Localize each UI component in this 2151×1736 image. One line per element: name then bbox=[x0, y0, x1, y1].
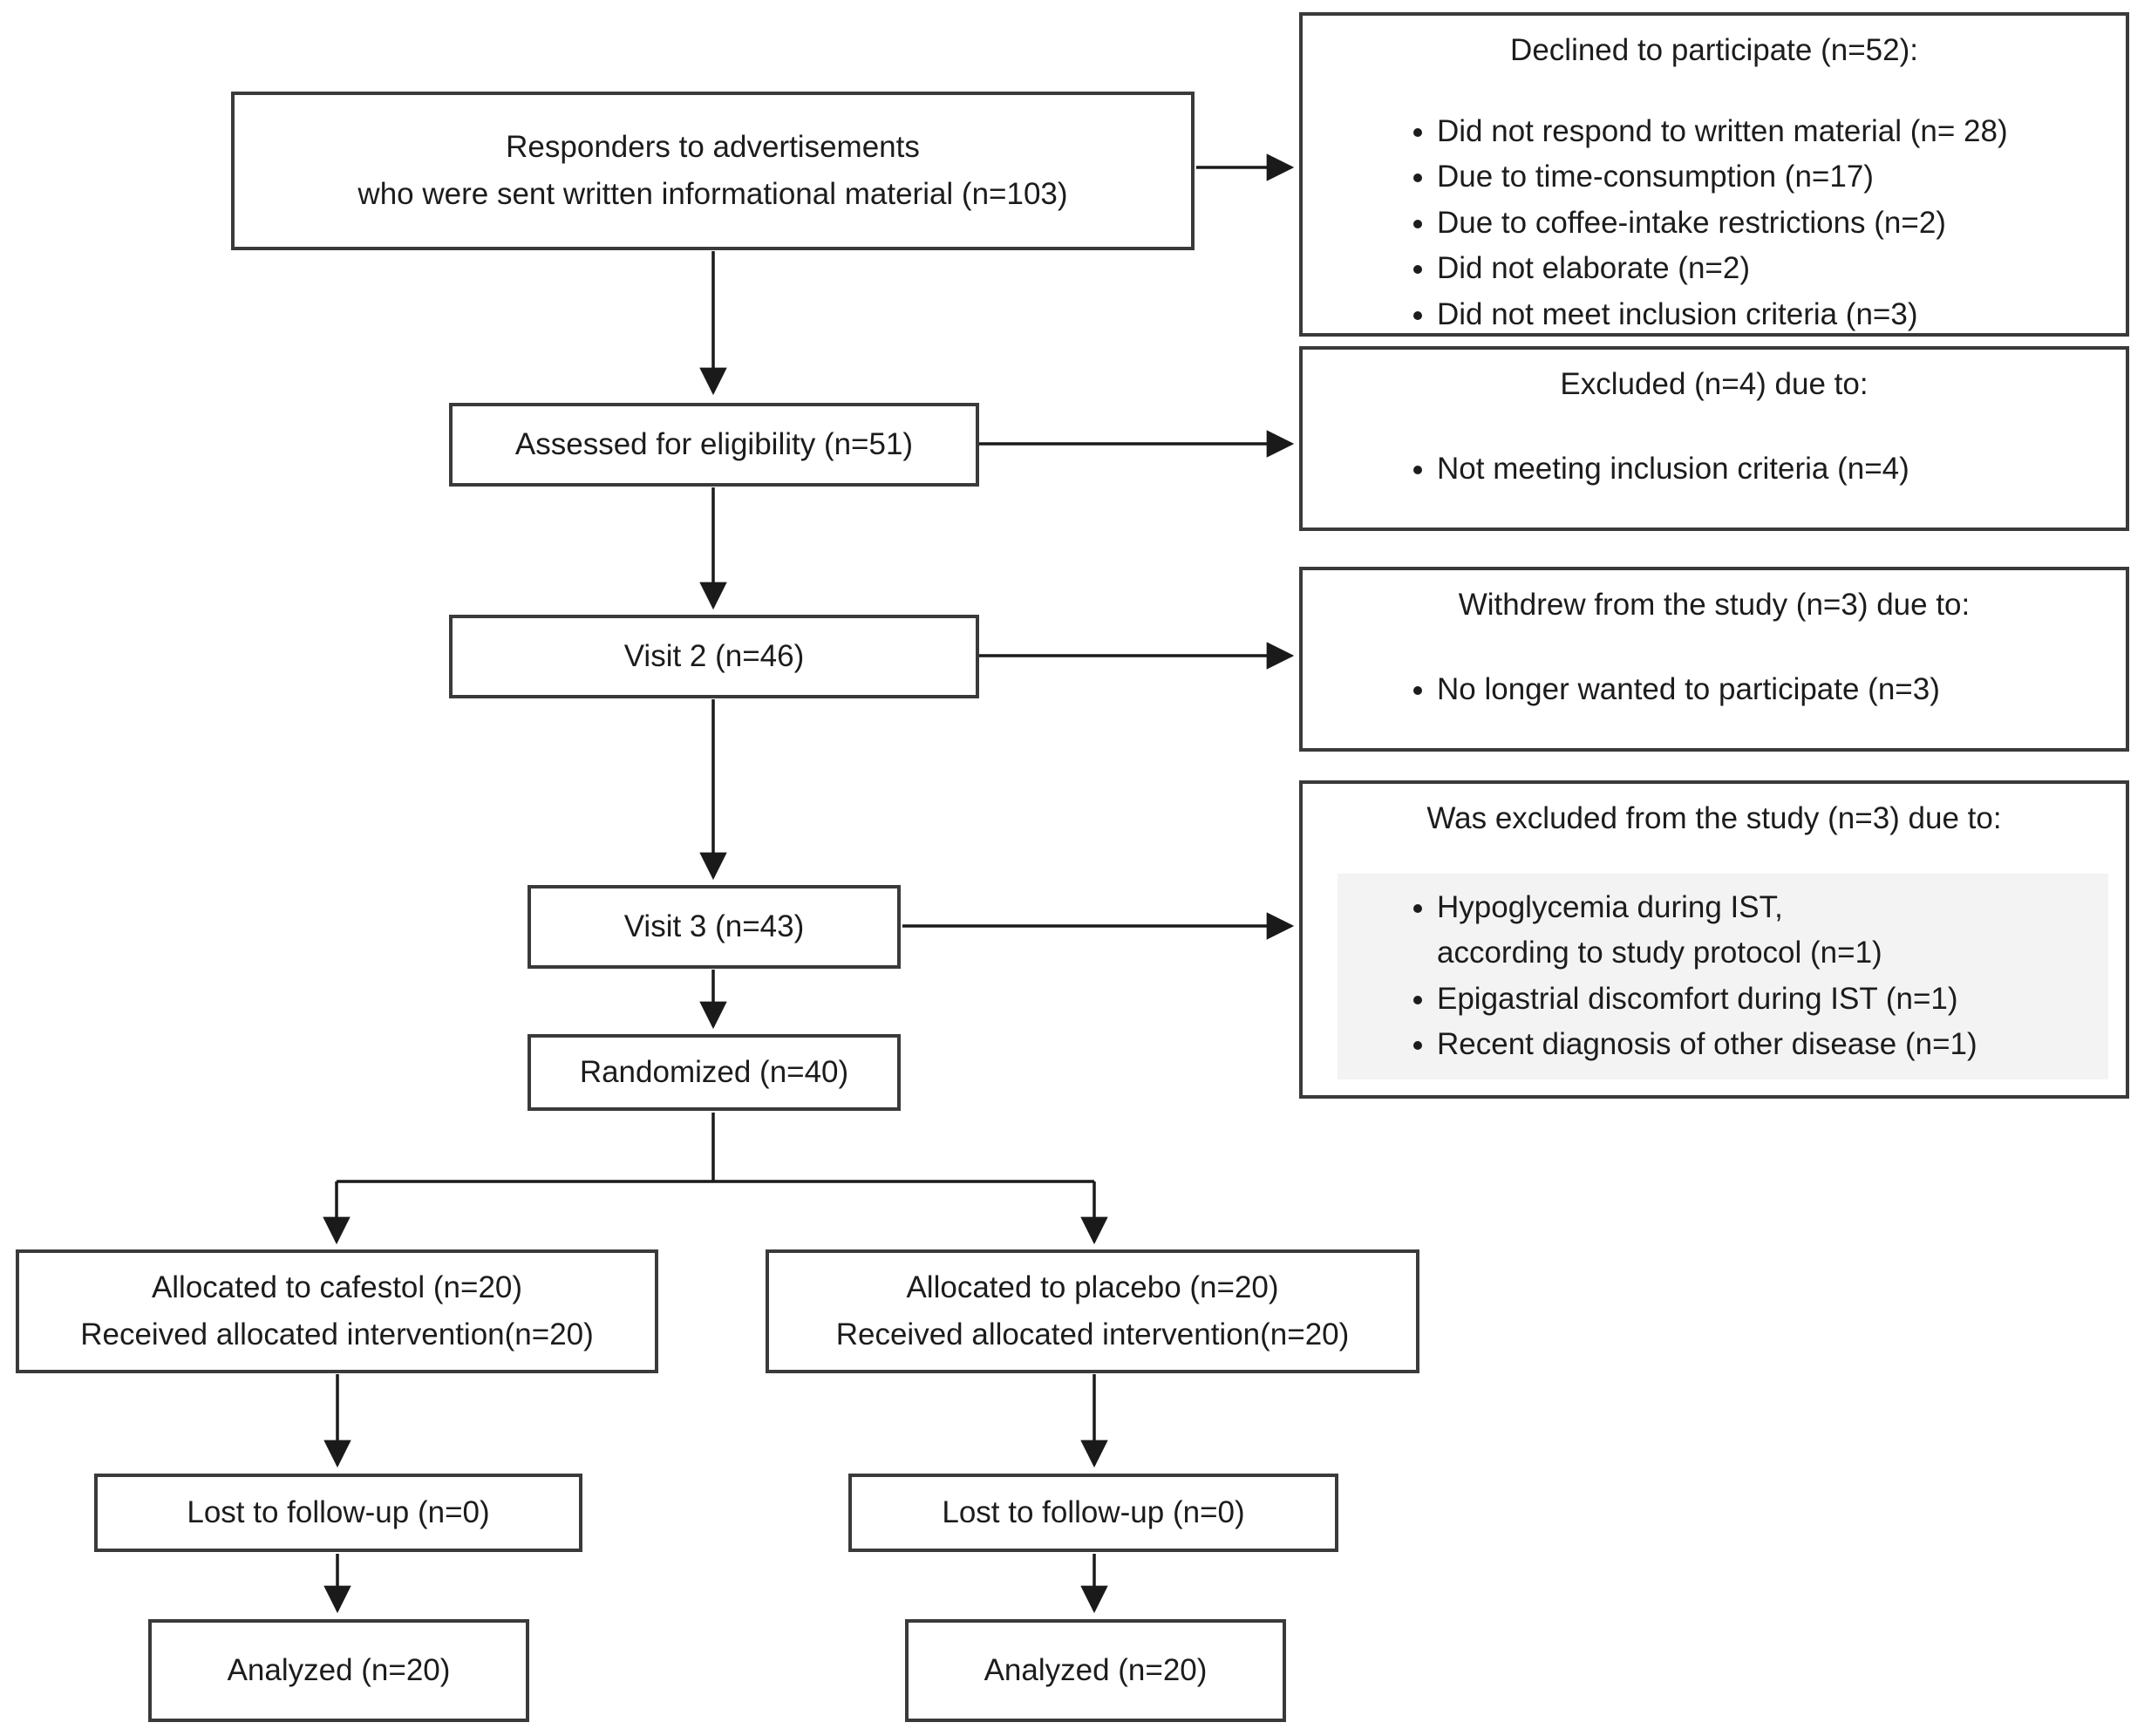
was-excluded-bullet: Recent diagnosis of other disease (n=1) bbox=[1437, 1022, 2108, 1068]
box-analyzed-cafestol: Analyzed (n=20) bbox=[148, 1619, 529, 1722]
withdrew-bullet: No longer wanted to participate (n=3) bbox=[1437, 667, 2105, 713]
analyzed-cafestol-label: Analyzed (n=20) bbox=[227, 1652, 451, 1687]
side-box-excluded: Excluded (n=4) due to: Not meeting inclu… bbox=[1299, 346, 2129, 531]
box-analyzed-placebo: Analyzed (n=20) bbox=[905, 1619, 1286, 1722]
declined-bullet: Did not elaborate (n=2) bbox=[1437, 246, 2105, 292]
was-excluded-bullet: Epigastrial discomfort during IST (n=1) bbox=[1437, 977, 2108, 1023]
declined-bullet: Did not meet inclusion criteria (n=3) bbox=[1437, 292, 2105, 338]
withdrew-title: Withdrew from the study (n=3) due to: bbox=[1458, 588, 1971, 622]
was-excluded-bullet-list: Hypoglycemia during IST, according to st… bbox=[1338, 873, 2108, 1079]
excluded-title: Excluded (n=4) due to: bbox=[1560, 367, 1869, 401]
declined-bullet: Did not respond to written material (n= … bbox=[1437, 109, 2105, 155]
declined-bullet: Due to coffee-intake restrictions (n=2) bbox=[1437, 201, 2105, 247]
responders-line1: Responders to advertisements bbox=[506, 129, 920, 164]
excluded-bullet-list: Not meeting inclusion criteria (n=4) bbox=[1338, 446, 2105, 493]
box-responders: Responders to advertisements who were se… bbox=[231, 92, 1195, 250]
side-box-was-excluded: Was excluded from the study (n=3) due to… bbox=[1299, 780, 2129, 1099]
allocated-cafestol-line1: Allocated to cafestol (n=20) bbox=[151, 1270, 523, 1304]
randomized-label: Randomized (n=40) bbox=[579, 1054, 849, 1089]
allocated-placebo-line1: Allocated to placebo (n=20) bbox=[906, 1270, 1279, 1304]
excluded-bullet: Not meeting inclusion criteria (n=4) bbox=[1437, 446, 2105, 493]
box-randomized: Randomized (n=40) bbox=[528, 1034, 901, 1111]
declined-bullet: Due to time-consumption (n=17) bbox=[1437, 154, 2105, 201]
box-allocated-cafestol: Allocated to cafestol (n=20) Received al… bbox=[16, 1249, 658, 1373]
declined-title: Declined to participate (n=52): bbox=[1510, 33, 1918, 67]
side-box-withdrew: Withdrew from the study (n=3) due to: No… bbox=[1299, 567, 2129, 752]
side-box-declined: Declined to participate (n=52): Did not … bbox=[1299, 12, 2129, 337]
box-assessed: Assessed for eligibility (n=51) bbox=[449, 403, 979, 487]
box-lost-placebo: Lost to follow-up (n=0) bbox=[848, 1474, 1338, 1552]
visit3-label: Visit 3 (n=43) bbox=[623, 909, 805, 943]
assessed-label: Assessed for eligibility (n=51) bbox=[514, 426, 914, 461]
declined-bullet-list: Did not respond to written material (n= … bbox=[1338, 109, 2105, 338]
box-lost-cafestol: Lost to follow-up (n=0) bbox=[94, 1474, 582, 1552]
lost-placebo-label: Lost to follow-up (n=0) bbox=[942, 1494, 1245, 1529]
responders-line2: who were sent written informational mate… bbox=[357, 177, 1068, 211]
visit2-label: Visit 2 (n=46) bbox=[623, 638, 805, 673]
box-visit2: Visit 2 (n=46) bbox=[449, 615, 979, 698]
box-visit3: Visit 3 (n=43) bbox=[528, 885, 901, 969]
was-excluded-title: Was excluded from the study (n=3) due to… bbox=[1426, 801, 2002, 835]
was-excluded-bullet: Hypoglycemia during IST, according to st… bbox=[1437, 885, 2108, 977]
allocated-cafestol-line2: Received allocated intervention(n=20) bbox=[80, 1317, 594, 1351]
box-allocated-placebo: Allocated to placebo (n=20) Received all… bbox=[766, 1249, 1419, 1373]
allocated-placebo-line2: Received allocated intervention(n=20) bbox=[835, 1317, 1350, 1351]
lost-cafestol-label: Lost to follow-up (n=0) bbox=[187, 1494, 490, 1529]
withdrew-bullet-list: No longer wanted to participate (n=3) bbox=[1338, 667, 2105, 713]
analyzed-placebo-label: Analyzed (n=20) bbox=[984, 1652, 1208, 1687]
